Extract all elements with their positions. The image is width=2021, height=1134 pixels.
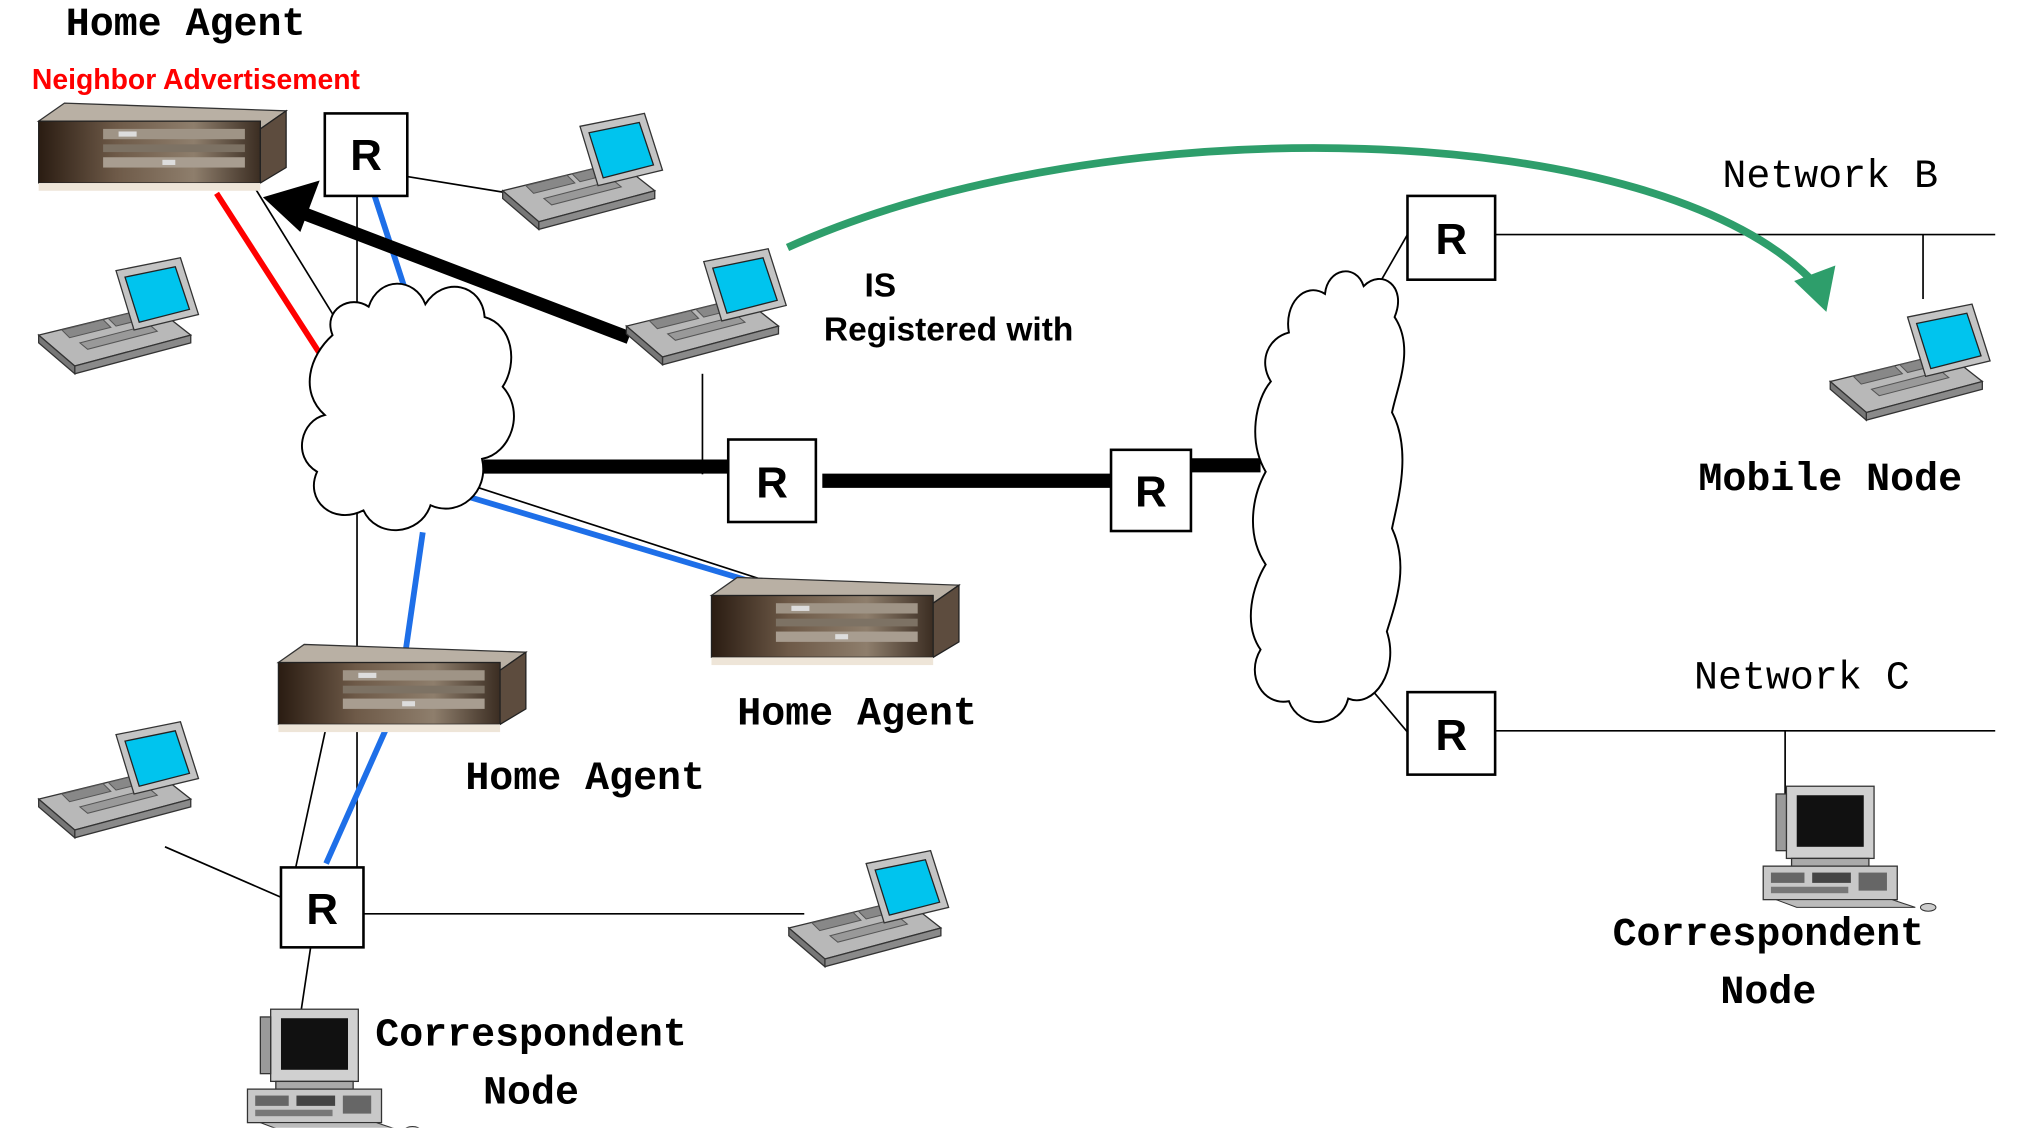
network-c-label: Network C <box>1694 655 1910 700</box>
laptop-icon <box>38 721 200 839</box>
correspondent-node-label: Correspondent <box>1613 912 1925 957</box>
laptop-icon <box>625 248 787 366</box>
home-cloud-icon <box>301 282 515 532</box>
router-box: R <box>1109 448 1193 533</box>
laptop-icon <box>38 257 200 375</box>
neighbor-advertisement-label: Neighbor Advertisement <box>32 64 361 96</box>
advertisement-arrowhead <box>262 180 320 233</box>
home-agent-server-icon <box>38 102 287 192</box>
home-agent-server-icon <box>277 643 527 733</box>
internet-cloud-icon <box>1249 270 1406 723</box>
router-box: R <box>726 438 818 524</box>
svg-text:R: R <box>1435 215 1467 264</box>
home-agent-label: Home Agent <box>66 2 306 47</box>
mobile-node-laptop-icon <box>1829 303 1991 421</box>
correspondent-desktop-icon <box>1762 785 1937 912</box>
red-link <box>214 191 332 369</box>
svg-text:R: R <box>756 459 788 508</box>
home-agent-label: Home Agent <box>737 691 977 736</box>
is-label: IS <box>864 267 896 304</box>
correspondent-node-label: Node <box>1720 970 1816 1015</box>
home-agent-server-icon <box>710 576 960 666</box>
correspondent-node-label: Correspondent <box>375 1012 687 1057</box>
laptop-icon <box>502 112 664 231</box>
router-box: R <box>279 866 365 949</box>
home-agent-label: Home Agent <box>465 756 705 801</box>
thick-backbone-links <box>483 458 1261 488</box>
registered-with-label: Registered with <box>824 311 1073 348</box>
mobile-node-label: Mobile Node <box>1698 457 1962 502</box>
redirect-arrow-curve <box>785 144 1821 289</box>
router-box: R <box>323 112 409 198</box>
svg-text:R: R <box>350 131 382 180</box>
laptop-icon <box>788 850 950 968</box>
svg-text:R: R <box>1135 468 1167 517</box>
svg-text:R: R <box>1435 711 1467 760</box>
advertisement-arrow-line <box>299 206 632 344</box>
router-box: R <box>1406 690 1497 776</box>
network-b-label: Network B <box>1722 154 1938 199</box>
svg-text:R: R <box>306 885 338 934</box>
correspondent-node-label: Node <box>483 1070 579 1115</box>
router-box: R <box>1406 194 1497 281</box>
